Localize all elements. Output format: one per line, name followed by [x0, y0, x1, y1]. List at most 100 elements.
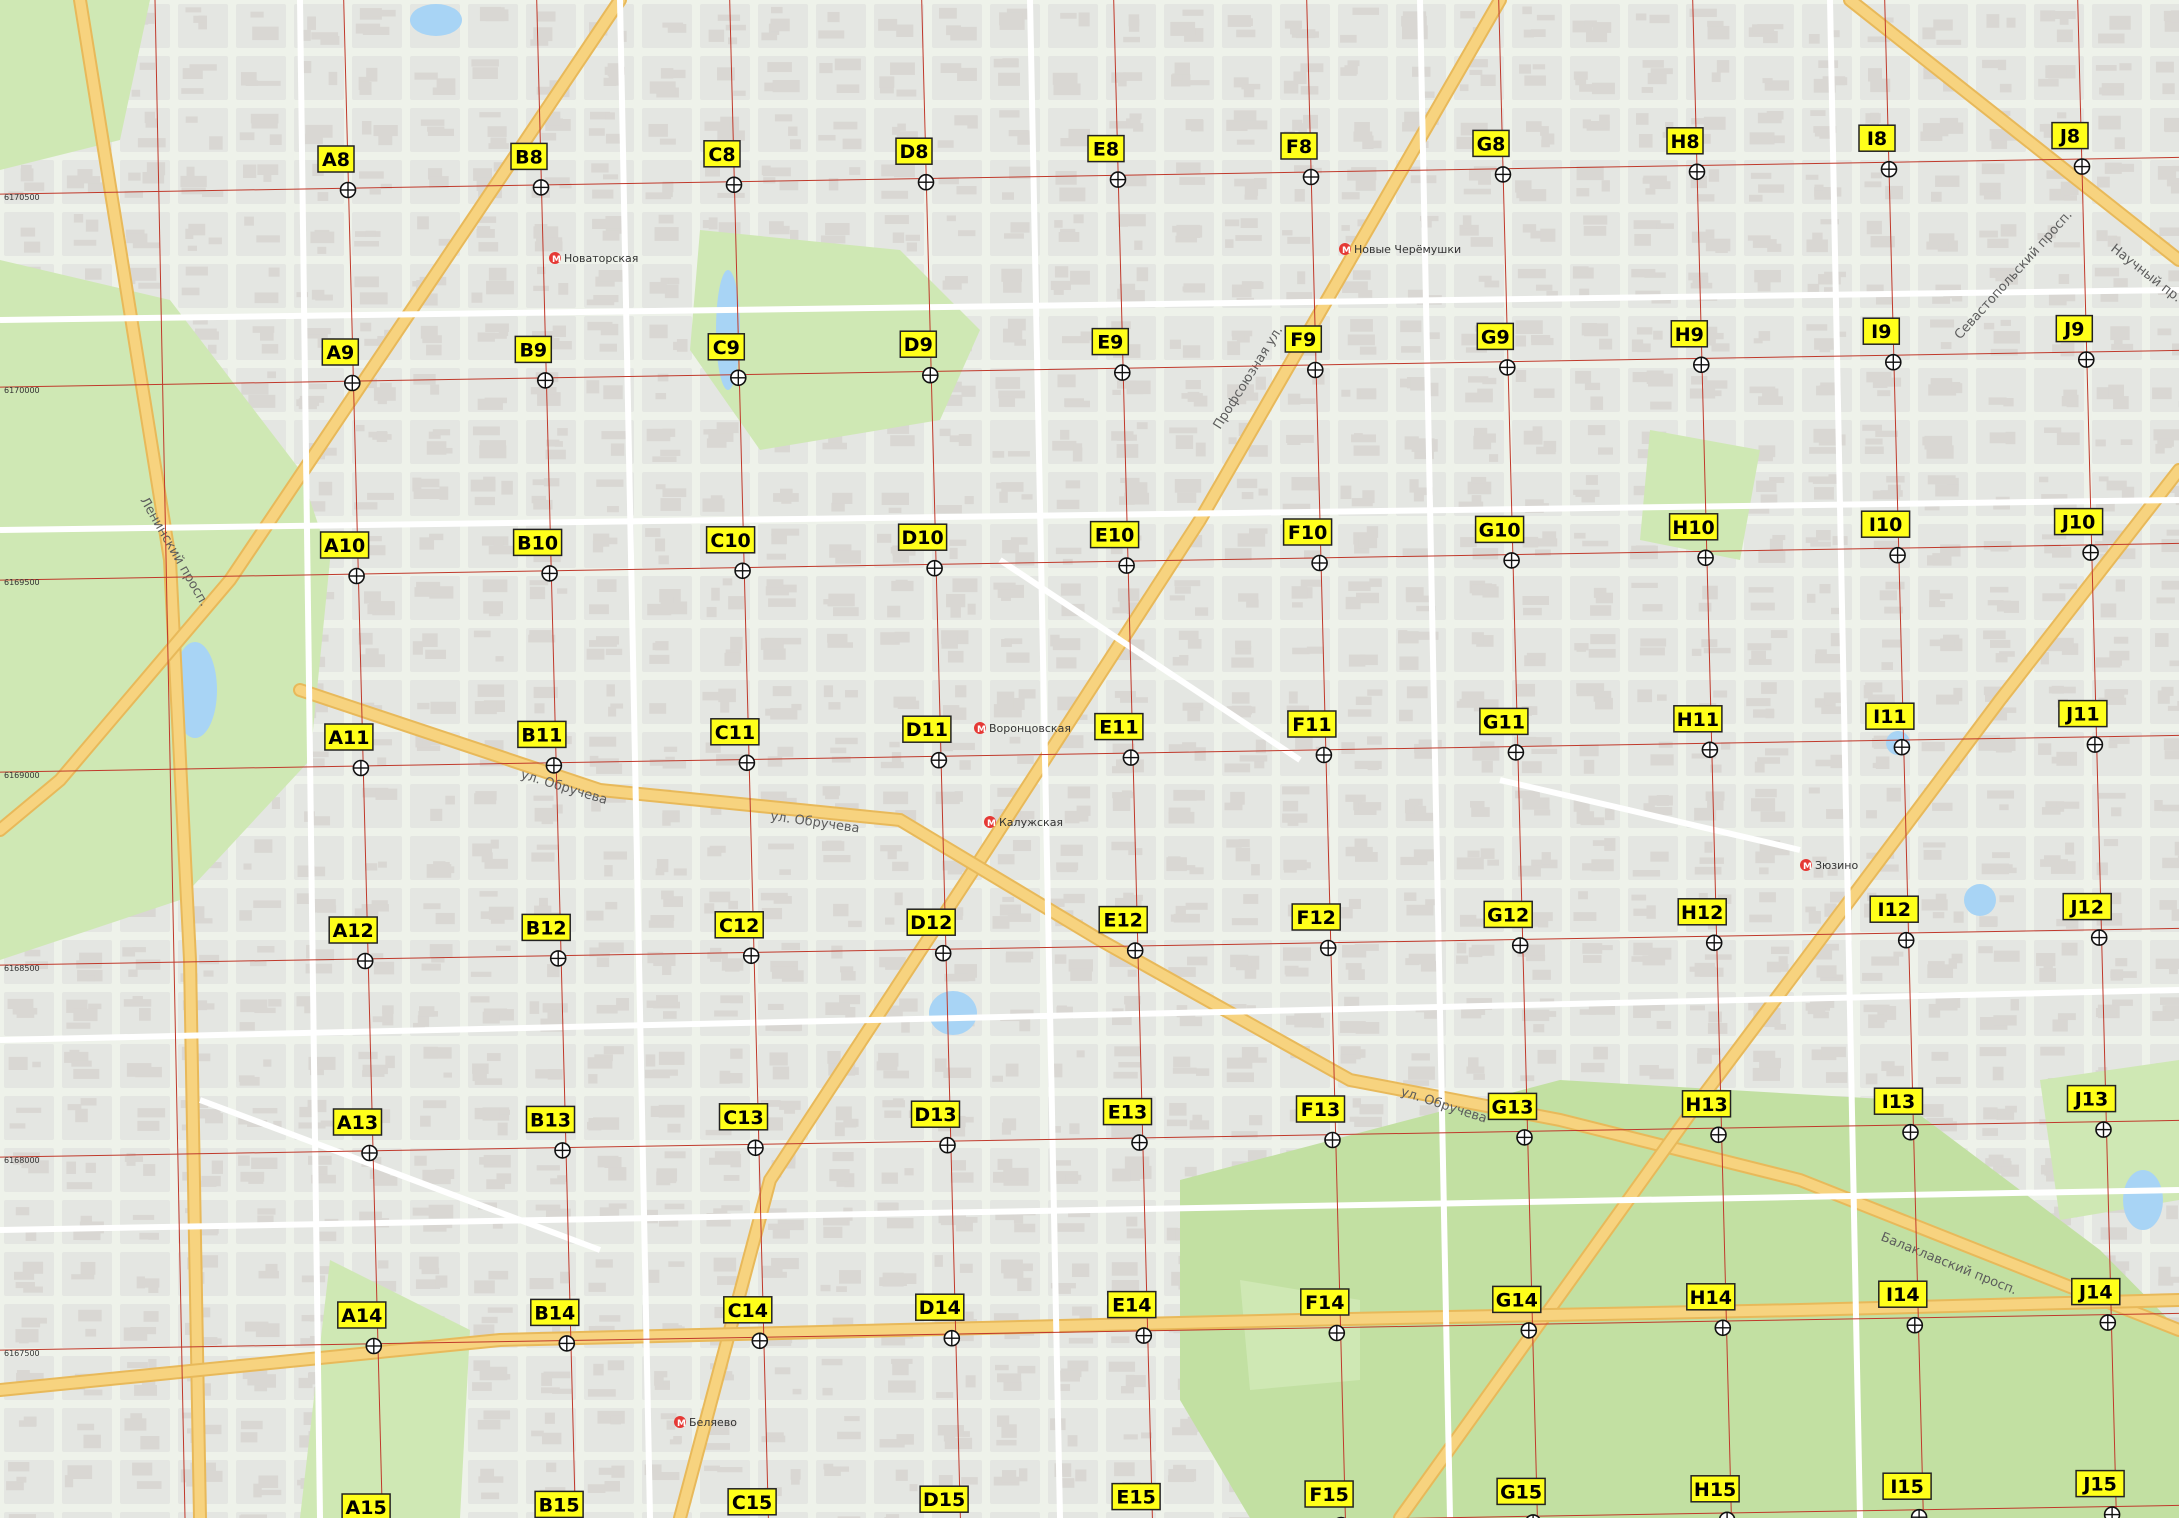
grid-marker-a14[interactable]: A14: [337, 1301, 387, 1355]
building: [1748, 587, 1774, 593]
grid-marker-d14[interactable]: D14: [915, 1293, 965, 1347]
building: [1635, 290, 1661, 297]
building: [240, 1432, 258, 1443]
building: [1541, 133, 1555, 145]
building: [418, 1011, 439, 1017]
grid-marker-d10[interactable]: D10: [897, 523, 948, 577]
grid-marker-box: [1280, 132, 1318, 160]
grid-marker-e15[interactable]: E15: [1111, 1482, 1161, 1518]
building: [702, 219, 713, 229]
grid-marker-b10[interactable]: B10: [512, 528, 563, 582]
building: [2119, 63, 2132, 71]
building: [1234, 178, 1263, 187]
grid-marker-b14[interactable]: B14: [530, 1298, 580, 1352]
grid-marker-c10[interactable]: C10: [705, 526, 756, 580]
grid-marker-f8[interactable]: F8: [1280, 132, 1320, 186]
grid-marker-e11[interactable]: E11: [1094, 712, 1144, 766]
grid-marker-d12[interactable]: D12: [906, 908, 956, 962]
building: [2043, 855, 2061, 861]
building: [1128, 174, 1143, 186]
building: [470, 971, 492, 977]
grid-marker-d11[interactable]: D11: [902, 715, 952, 769]
grid-marker-a8[interactable]: A8: [317, 145, 357, 199]
grid-marker-f13[interactable]: F13: [1295, 1095, 1346, 1149]
building: [1176, 224, 1201, 238]
grid-marker-d9[interactable]: D9: [899, 330, 939, 384]
grid-marker-box: [1091, 327, 1130, 356]
grid-marker-a13[interactable]: A13: [332, 1108, 383, 1162]
grid-marker-c9[interactable]: C9: [707, 333, 747, 387]
grid-marker-b8[interactable]: B8: [510, 142, 550, 196]
grid-marker-a11[interactable]: A11: [324, 723, 374, 777]
building: [1983, 541, 2012, 550]
building: [1169, 595, 1185, 601]
grid-marker-f14[interactable]: F14: [1300, 1288, 1350, 1342]
building: [596, 957, 610, 968]
grid-marker-f12[interactable]: F12: [1291, 903, 1341, 957]
building: [1523, 29, 1534, 38]
grid-marker-b12[interactable]: B12: [521, 913, 571, 967]
grid-marker-g10[interactable]: G10: [1474, 515, 1525, 569]
grid-marker-e13[interactable]: E13: [1102, 1097, 1153, 1151]
building: [647, 603, 672, 616]
building: [1748, 1002, 1771, 1011]
building: [1982, 1128, 1999, 1136]
grid-marker-g9[interactable]: G9: [1476, 322, 1516, 376]
building: [544, 177, 570, 185]
grid-marker-a9[interactable]: A9: [321, 338, 361, 392]
building: [1471, 918, 1493, 924]
grid-marker-b11[interactable]: B11: [517, 720, 567, 774]
building: [1007, 451, 1030, 457]
grid-marker-b13[interactable]: B13: [525, 1105, 576, 1159]
building: [586, 299, 615, 306]
building: [2039, 1119, 2048, 1125]
grid-marker-e10[interactable]: E10: [1089, 520, 1140, 574]
grid-marker-e8[interactable]: E8: [1087, 134, 1127, 188]
grid-marker-d8[interactable]: D8: [895, 137, 935, 191]
grid-marker-c11[interactable]: C11: [710, 718, 760, 772]
building: [891, 752, 902, 766]
grid-marker-c8[interactable]: C8: [703, 140, 743, 194]
grid-marker-b15[interactable]: B15: [534, 1490, 584, 1518]
building: [1983, 1107, 1998, 1120]
grid-marker-g8[interactable]: G8: [1472, 129, 1512, 183]
grid-marker-f9[interactable]: F9: [1284, 325, 1324, 379]
building: [964, 496, 974, 505]
building: [839, 1270, 862, 1284]
grid-marker-c13[interactable]: C13: [718, 1103, 769, 1157]
grid-marker-c12[interactable]: C12: [714, 911, 764, 965]
building: [1369, 578, 1382, 587]
building: [942, 705, 960, 718]
grid-marker-a12[interactable]: A12: [328, 916, 378, 970]
grid-marker-g11[interactable]: G11: [1479, 707, 1529, 761]
grid-marker-c14[interactable]: C14: [723, 1296, 773, 1350]
building: [1065, 1174, 1082, 1181]
building: [202, 191, 224, 198]
grid-marker-e9[interactable]: E9: [1091, 327, 1131, 381]
grid-marker-d13[interactable]: D13: [910, 1100, 961, 1154]
grid-marker-a15[interactable]: A15: [341, 1493, 391, 1518]
grid-marker-e12[interactable]: E12: [1098, 905, 1148, 959]
grid-marker-e14[interactable]: E14: [1107, 1290, 1157, 1344]
grid-marker-c15[interactable]: C15: [727, 1488, 777, 1518]
metro-icon-letter: M: [987, 819, 996, 829]
grid-marker-f15[interactable]: F15: [1304, 1480, 1354, 1518]
grid-marker-d15[interactable]: D15: [919, 1485, 969, 1518]
building: [1193, 395, 1208, 407]
grid-marker-g12[interactable]: G12: [1483, 900, 1533, 954]
building: [1865, 438, 1883, 445]
grid-marker-a10[interactable]: A10: [319, 531, 370, 585]
grid-marker-b9[interactable]: B9: [514, 335, 554, 389]
grid-marker-f11[interactable]: F11: [1287, 710, 1337, 764]
grid-marker-f10[interactable]: F10: [1282, 518, 1333, 572]
